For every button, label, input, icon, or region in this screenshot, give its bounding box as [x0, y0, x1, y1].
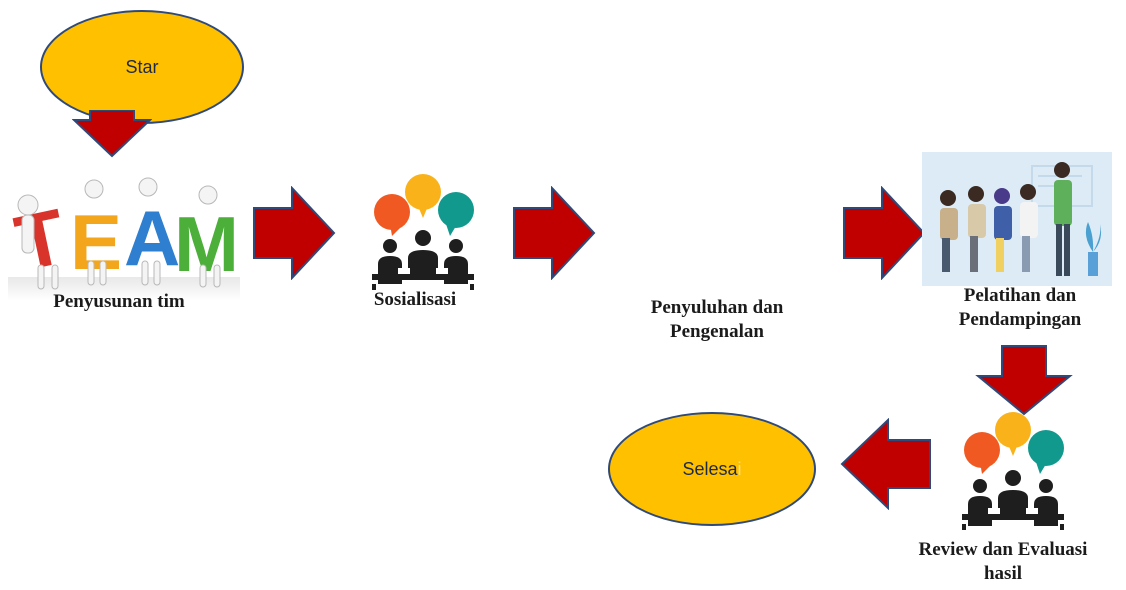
start-node: Star — [40, 10, 244, 124]
step-label-penyuluhan: Penyuluhan dan Pengenalan — [612, 296, 822, 344]
step-label-penyuluhan-line2: Pengenalan — [670, 320, 764, 342]
meeting-people-icon-review — [962, 412, 1064, 530]
end-label: Selesai — [682, 459, 741, 480]
step-label-review-line2: hasil — [983, 562, 1023, 584]
svg-text:A: A — [124, 194, 180, 282]
start-label: Star — [125, 56, 159, 77]
step-label-sosialisasi: Sosialisasi — [373, 289, 457, 310]
team-illustration: T E A M — [8, 177, 240, 301]
step-label-penyusunan-tim: Penyusunan tim — [53, 291, 185, 312]
step-label-penyuluhan-line1: Penyuluhan dan — [650, 297, 784, 318]
end-label-main: Selesa — [682, 458, 738, 479]
arrow-left-end — [840, 418, 931, 510]
arrow-down-review — [975, 345, 1073, 416]
meeting-people-icon — [372, 174, 474, 290]
end-node: Selesai — [608, 412, 816, 526]
step-label-pelatihan-line2: Pendampingan — [958, 308, 1082, 330]
arrow-right-1 — [253, 186, 336, 280]
arrow-right-2 — [513, 186, 596, 280]
arrow-right-3 — [843, 186, 926, 280]
arrow-down-start — [72, 110, 152, 158]
end-label-highlight: i — [737, 458, 742, 479]
step-label-review-line1: Review dan Evaluasi — [918, 539, 1088, 560]
svg-text:E: E — [70, 198, 122, 286]
step-label-pelatihan-line1: Pelatihan dan — [963, 285, 1077, 306]
step-label-review: Review dan Evaluasi hasil — [880, 538, 1126, 586]
step-label-pelatihan: Pelatihan dan Pendampingan — [914, 284, 1126, 332]
training-class-illustration — [922, 152, 1112, 286]
